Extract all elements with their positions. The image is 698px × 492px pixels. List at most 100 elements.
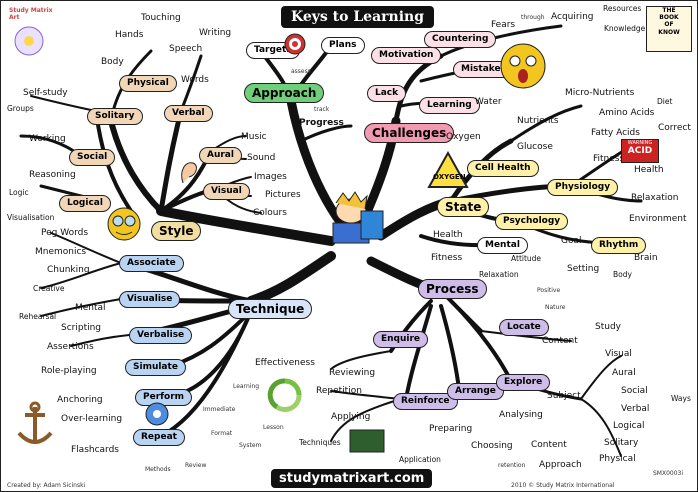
solitary-node[interactable]: Solitary xyxy=(87,108,143,125)
immediate-label: Immediate xyxy=(203,406,236,413)
logical-node[interactable]: Logical xyxy=(59,195,111,212)
process-node[interactable]: Process xyxy=(418,279,487,299)
visual-node[interactable]: Visual xyxy=(203,183,250,200)
track-label: track xyxy=(314,106,330,113)
social-node[interactable]: Social xyxy=(69,149,116,166)
motivation-node[interactable]: Motivation xyxy=(371,47,442,64)
oxygen-badge: OXYGEN xyxy=(433,173,466,181)
glucose-label: Glucose xyxy=(517,142,553,152)
repeat-node[interactable]: Repeat xyxy=(133,429,185,446)
s-social-label: Social xyxy=(621,386,648,396)
application-label: Application xyxy=(399,455,441,464)
arrange-node[interactable]: Arrange xyxy=(447,383,504,400)
verbalise-node[interactable]: Verbalise xyxy=(129,327,193,344)
progress-label: Progress xyxy=(299,118,344,128)
simulate-node[interactable]: Simulate xyxy=(125,359,186,376)
style-node[interactable]: Style xyxy=(151,221,202,241)
reviewing-label: Reviewing xyxy=(329,368,376,378)
style-trunk xyxy=(156,206,336,246)
logo: Study Matrix Art xyxy=(9,7,55,57)
through-label-1: through xyxy=(521,14,545,21)
countering-node[interactable]: Countering xyxy=(424,31,497,48)
mental-label: Mental xyxy=(75,303,106,313)
logic-label: Logic xyxy=(9,188,29,197)
colours-label: Colours xyxy=(253,208,287,218)
knowledge-label: Knowledge xyxy=(604,24,646,33)
health-label: Health xyxy=(634,165,664,175)
verbal-node[interactable]: Verbal xyxy=(164,105,213,122)
effectiveness-label: Effectiveness xyxy=(255,358,315,368)
locate-node[interactable]: Locate xyxy=(499,319,549,336)
challenges-node[interactable]: Challenges xyxy=(364,123,455,143)
logo-text: Study Matrix Art xyxy=(9,7,53,21)
water-label: Water xyxy=(475,97,502,107)
speech-label: Speech xyxy=(169,44,203,54)
diet-label: Diet xyxy=(657,97,673,106)
attitude-label: Attitude xyxy=(511,254,542,263)
s-physical-label: Physical xyxy=(599,454,636,464)
creative-label: Creative xyxy=(33,284,65,293)
worried-face-icon xyxy=(498,41,548,95)
analysing-label: Analysing xyxy=(499,410,543,420)
approach-node[interactable]: Approach xyxy=(244,83,325,103)
body-label: Body xyxy=(101,57,124,67)
environment-label: Environment xyxy=(629,214,687,224)
psychology-node[interactable]: Psychology xyxy=(495,213,569,230)
physical-node[interactable]: Physical xyxy=(119,75,177,92)
book-line-4: KNOW xyxy=(658,28,680,36)
flashcards-label: Flashcards xyxy=(71,445,119,455)
learning2-label: Learning xyxy=(233,383,260,390)
chunking-label: Chunking xyxy=(47,265,90,275)
aural-node[interactable]: Aural xyxy=(199,147,242,164)
lack-node[interactable]: Lack xyxy=(367,85,407,102)
visualise-node[interactable]: Visualise xyxy=(119,291,181,308)
s-logical-label: Logical xyxy=(613,421,645,431)
associate-node[interactable]: Associate xyxy=(119,255,184,272)
lesson-label: Lesson xyxy=(263,424,284,431)
star-logo-icon xyxy=(14,26,44,56)
subject-label: Subject xyxy=(547,391,581,401)
system-label: System xyxy=(239,442,262,449)
footer-url[interactable]: studymatrixart.com xyxy=(271,469,433,488)
fears-label: Fears xyxy=(491,20,516,30)
state-node[interactable]: State xyxy=(437,197,490,217)
reinforce-node[interactable]: Reinforce xyxy=(393,393,458,410)
warning-text: WARNING xyxy=(627,140,653,146)
plans-node[interactable]: Plans xyxy=(321,37,365,54)
correct-label: Correct xyxy=(658,123,691,133)
oxygen-label: Oxygen xyxy=(446,132,481,142)
applying-label: Applying xyxy=(331,412,371,422)
book-icon: THE BOOK OF KNOW xyxy=(646,6,692,52)
acid-text: ACID xyxy=(627,146,653,156)
self-study-label: Self-study xyxy=(23,88,68,98)
s-visual-label: Visual xyxy=(605,349,632,359)
music-label: Music xyxy=(241,132,267,142)
touching-label: Touching xyxy=(141,13,181,23)
credit-code: SMX0003i xyxy=(653,470,684,477)
rehearsal-label: Rehearsal xyxy=(19,312,57,321)
visualisation-label: Visualisation xyxy=(7,213,55,222)
technique-trunk xyxy=(246,251,336,306)
cell-health-node[interactable]: Cell Health xyxy=(467,160,539,177)
hands-label: Hands xyxy=(115,30,144,40)
rhythm-node[interactable]: Rhythm xyxy=(591,237,647,254)
brain-label: Brain xyxy=(634,253,658,263)
explore-node[interactable]: Explore xyxy=(496,374,551,391)
book-line-1: THE xyxy=(662,7,676,14)
working-label: Working xyxy=(29,134,66,144)
micro-nutrients-label: Micro-Nutrients xyxy=(565,88,635,98)
mental-node[interactable]: Mental xyxy=(477,237,528,254)
enquire-node[interactable]: Enquire xyxy=(373,331,429,348)
physiology-node[interactable]: Physiology xyxy=(547,179,619,196)
s-verbal-label: Verbal xyxy=(621,404,650,414)
content-label: Content xyxy=(542,336,578,346)
technique-node[interactable]: Technique xyxy=(228,299,313,319)
peg-words-label: Peg Words xyxy=(41,228,89,238)
goal-label: Goal xyxy=(561,236,582,246)
repetition-label: Repetition xyxy=(316,386,362,396)
acid-warning-icon: WARNING ACID xyxy=(621,139,659,163)
study-label: Study xyxy=(595,322,621,332)
choosing-label: Choosing xyxy=(471,441,513,451)
learning-node[interactable]: Learning xyxy=(419,97,480,114)
format-label: Format xyxy=(211,430,233,437)
